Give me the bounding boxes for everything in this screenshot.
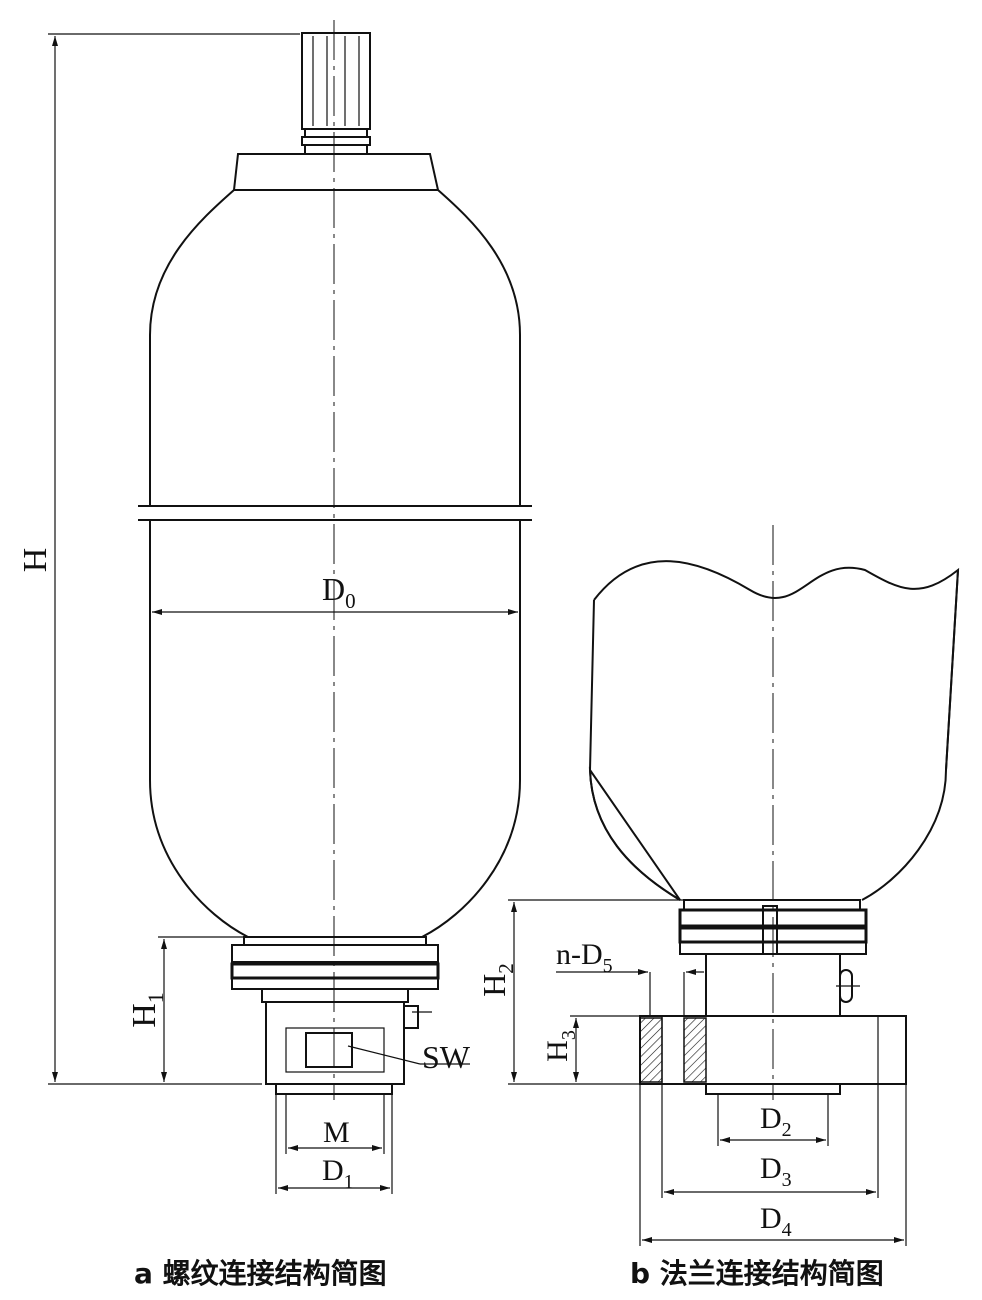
connector-body <box>265 1001 432 1095</box>
gas-valve <box>301 32 371 155</box>
caption-b: b 法兰连接结构简图 <box>630 1257 884 1290</box>
label-M: M <box>323 1116 350 1149</box>
shell-lower <box>149 520 521 938</box>
label-D2: D2 <box>760 1102 792 1141</box>
top-cap <box>233 153 439 191</box>
dim-H: H <box>17 33 300 1085</box>
label-H: H <box>17 548 54 573</box>
dim-D4: D4 <box>639 1084 907 1246</box>
flange-neck <box>705 953 860 1017</box>
label-H1: H1 <box>126 992 168 1028</box>
label-SW: SW <box>422 1039 471 1075</box>
dim-nD5: n-D5 <box>556 938 704 1016</box>
label-D4: D4 <box>760 1202 792 1241</box>
dim-H1: H1 <box>126 936 246 1082</box>
label-D0: D0 <box>322 571 356 613</box>
dim-H3: H3 <box>541 1015 640 1082</box>
shell-broken <box>588 560 960 901</box>
label-D3: D3 <box>760 1152 792 1191</box>
label-H2: H2 <box>476 963 518 997</box>
label-nD5: n-D5 <box>556 938 613 977</box>
label-H3: H3 <box>541 1030 580 1062</box>
dim-M: M <box>285 1094 385 1154</box>
caption-a: a 螺纹连接结构简图 <box>134 1257 387 1290</box>
label-D1: D1 <box>322 1154 354 1193</box>
dim-D2: D2 <box>717 1094 829 1146</box>
shell-upper <box>149 189 521 506</box>
dim-D0: D0 <box>152 571 518 615</box>
dim-H2: H2 <box>476 899 686 1085</box>
dim-SW: SW <box>347 1039 471 1075</box>
dim-D3: D3 <box>661 1084 879 1198</box>
threaded-accumulator: H H1 D0 SW M <box>17 20 532 1194</box>
flange-accumulator: H2 H3 n-D5 D2 D3 <box>476 525 960 1246</box>
break-lines <box>138 505 532 521</box>
dim-D1: D1 <box>275 1094 393 1194</box>
bottom-rings <box>230 936 440 1003</box>
